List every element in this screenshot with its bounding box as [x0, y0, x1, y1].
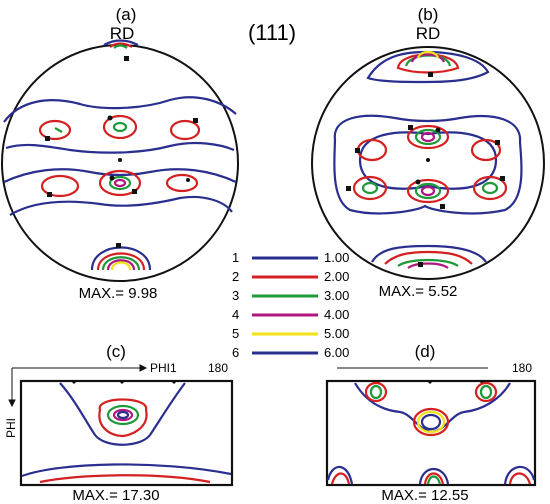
panel-c-x-max: 180 — [208, 361, 228, 375]
contour-legend: 1 1.00 2 2.00 3 3.00 4 4.00 5 5.00 6 6.0… — [232, 250, 349, 360]
legend-level-4: 4 — [232, 307, 239, 322]
panel-c-frame — [19, 379, 234, 487]
legend-level-1: 1 — [232, 250, 239, 265]
legend-level-6: 6 — [232, 345, 239, 360]
legend-row-2: 2 2.00 — [232, 269, 349, 284]
panel-d-max: MAX.= 12.55 — [381, 487, 468, 504]
panel-b-max: MAX.= 5.52 — [379, 283, 458, 300]
panel-b-contours — [333, 50, 523, 269]
panel-c-tick-points — [72, 380, 176, 384]
legend-row-1: 1 1.00 — [232, 250, 349, 265]
panel-d: (d) 180 MAX.= 12.55 — [325, 342, 537, 504]
panel-a-label: (a) — [116, 5, 137, 24]
panel-b-label: (b) — [418, 5, 439, 24]
legend-row-6: 6 6.00 — [232, 345, 349, 360]
panel-a-rd-label: RD — [110, 24, 135, 43]
panel-c-label: (c) — [106, 342, 126, 361]
panel-c-contours — [21, 382, 232, 484]
legend-value-2: 2.00 — [324, 269, 349, 284]
panel-a-contours — [3, 39, 237, 271]
panel-c-y-axis-label: PHI — [4, 418, 18, 438]
legend-value-4: 4.00 — [324, 307, 349, 322]
legend-level-2: 2 — [232, 269, 239, 284]
panel-c-x-axis-label: PHI1 — [150, 361, 177, 375]
panel-a: (a) RD — [1, 5, 239, 302]
legend-value-3: 3.00 — [324, 288, 349, 303]
panel-d-x-max: 180 — [512, 361, 532, 375]
panel-c-max: MAX.= 17.30 — [72, 487, 159, 504]
legend-value-1: 1.00 — [324, 250, 349, 265]
legend-level-5: 5 — [232, 326, 239, 341]
panel-a-orientation-points — [45, 56, 198, 248]
legend-level-3: 3 — [232, 288, 239, 303]
legend-row-5: 5 5.00 — [232, 326, 349, 341]
panel-b-pole-circle — [311, 46, 545, 280]
legend-row-3: 3 3.00 — [232, 288, 349, 303]
legend-value-5: 5.00 — [324, 326, 349, 341]
panel-c: (c) PHI1 PHI 180 MAX.= 17.30 — [4, 342, 234, 504]
main-title: (111) — [248, 20, 296, 45]
panel-b: (b) RD — [311, 5, 545, 300]
panel-b-rd-label: RD — [416, 24, 441, 43]
legend-row-4: 4 4.00 — [232, 307, 349, 322]
panel-b-orientation-points — [346, 72, 505, 267]
panel-a-max: MAX.= 9.98 — [79, 285, 158, 302]
panel-d-label: (d) — [415, 342, 436, 361]
legend-value-6: 6.00 — [324, 345, 349, 360]
panel-d-contours — [326, 381, 536, 485]
panel-c-axes — [8, 364, 148, 408]
